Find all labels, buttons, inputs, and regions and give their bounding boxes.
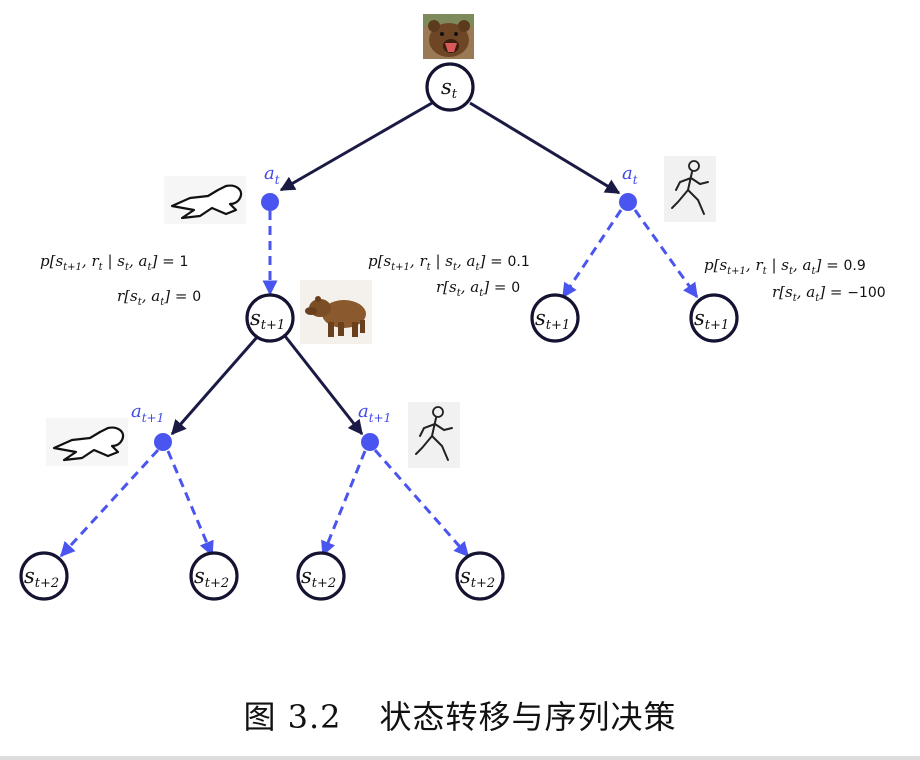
svg-text:st+1: st+1 [535, 306, 570, 333]
bear-walking-icon [300, 280, 372, 344]
transition-middle: p[st+1, rt | st, at] = 0.1 r[st, at] = 0 [368, 252, 530, 299]
svg-text:st+2: st+2 [301, 564, 336, 591]
state-node-st2-3: st+2 [296, 551, 346, 601]
prob-label-right: p[st+1, rt | st, at] = 0.9 [704, 256, 866, 277]
figure-caption: 图 3.2 状态转移与序列决策 [0, 692, 920, 738]
svg-text:st+1: st+1 [694, 306, 729, 333]
figure-title: 状态转移与序列决策 [379, 698, 677, 736]
state-node-st2-1: st+2 [19, 551, 69, 601]
action-node-a-t-right [619, 193, 637, 211]
prob-label-middle: p[st+1, rt | st, at] = 0.1 [368, 252, 530, 273]
reward-label-right: r[st, at] = −100 [772, 283, 886, 304]
edge-right-action-to-st1-a [561, 209, 623, 299]
edge-st1-to-left-action [170, 335, 260, 436]
edge-root-to-left-action [279, 101, 433, 192]
running-person-icon [408, 402, 460, 468]
transition-left: p[st+1, rt | st, at] = 1 r[st, at] = 0 [40, 252, 201, 308]
action-node-a-t1-left [154, 433, 172, 451]
reward-label-middle: r[st, at] = 0 [436, 278, 520, 299]
edge-a1-to-st2-b [166, 450, 214, 557]
edge-a1-to-st2-a [59, 448, 160, 558]
action-label-a-t-right: at [622, 163, 638, 187]
action-label-a-t-left: at [264, 163, 280, 187]
prob-label-left: p[st+1, rt | st, at] = 1 [40, 252, 188, 273]
state-node-st1-left: st+1 [245, 293, 295, 343]
action-node-a-t1-right [361, 433, 379, 451]
svg-text:st+1: st+1 [250, 306, 285, 333]
edge-a2-to-st2-c [321, 450, 367, 557]
state-node-st2-4: st+2 [455, 551, 505, 601]
svg-text:st+2: st+2 [24, 564, 59, 591]
playing-dead-icon [164, 176, 246, 224]
edge-root-to-right-action [469, 101, 621, 195]
bear-roaring-icon [423, 14, 474, 59]
state-node-st2-2: st+2 [189, 551, 239, 601]
edge-a2-to-st2-d [373, 449, 470, 558]
running-person-icon [664, 156, 716, 222]
reward-label-left: r[st, at] = 0 [117, 287, 201, 308]
edge-st1-to-right-action [283, 335, 364, 436]
action-label-a-t1-left: at+1 [131, 401, 164, 425]
edge-right-action-to-st1-b [633, 209, 699, 299]
transition-right: p[st+1, rt | st, at] = 0.9 r[st, at] = −… [704, 256, 886, 304]
svg-text:st+2: st+2 [194, 564, 229, 591]
playing-dead-icon [46, 418, 128, 466]
state-node-st1-mid: st+1 [530, 293, 580, 343]
svg-text:st+2: st+2 [460, 564, 495, 591]
svg-text:st: st [441, 75, 458, 102]
state-node-st1-right: st+1 [689, 293, 739, 343]
bottom-divider [0, 756, 920, 760]
state-node-root: st [425, 62, 475, 112]
action-node-a-t-left [261, 193, 279, 211]
action-label-a-t1-right: at+1 [358, 401, 391, 425]
figure-number: 图 3.2 [243, 698, 342, 736]
